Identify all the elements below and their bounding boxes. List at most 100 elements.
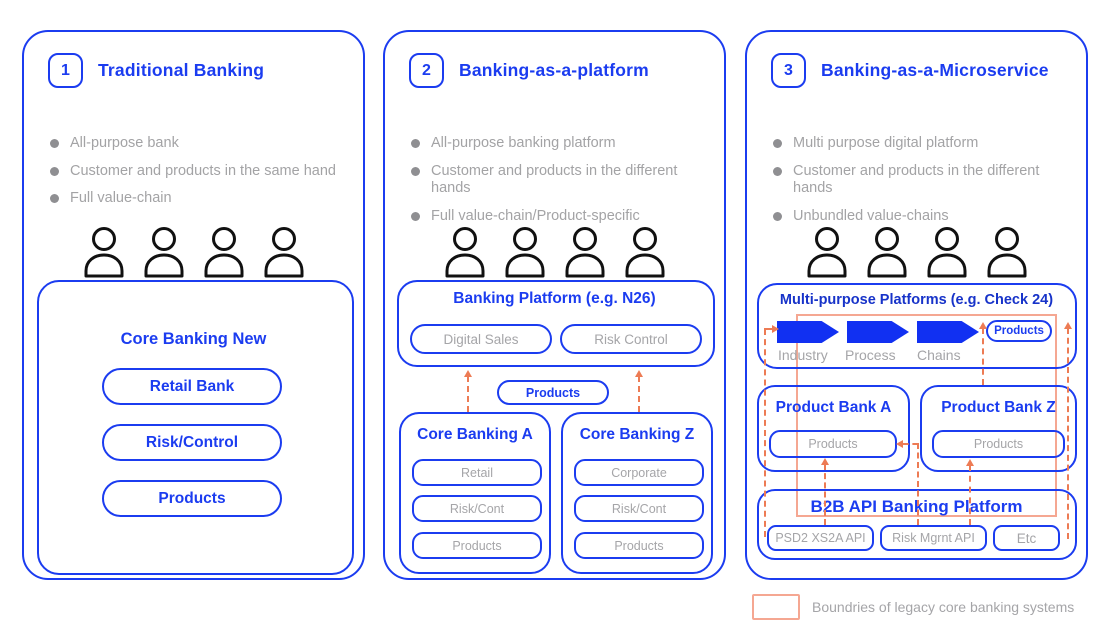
panel2-title: Banking-as-a-platform (459, 60, 649, 80)
pill-label: Products (994, 325, 1044, 337)
bullet-dot (773, 139, 782, 148)
product-bank-a-title: Product Bank A (775, 399, 892, 416)
pill-products: Products (932, 430, 1065, 458)
bullet-text: Customer and products in the same hand (70, 162, 336, 179)
multi-purpose-platforms-box (757, 283, 1077, 369)
pill-digital-sales: Digital Sales (410, 324, 552, 354)
dashed-arrow (824, 464, 826, 525)
pill-label: Products (525, 385, 581, 400)
bullet-dot (411, 212, 420, 222)
product-bank-z-box (920, 385, 1077, 472)
panel-banking-as-a-platform: 2 Banking-as-a-platform All-purpose bank… (383, 30, 726, 580)
bullet-text: Customer and products in the different h… (793, 162, 1040, 197)
bullet-text: Multi purpose digital platform (793, 135, 979, 151)
panel-traditional-banking: 1 Traditional Banking All-purpose bank C… (22, 30, 365, 580)
person-icon (987, 227, 1026, 278)
core-banking-a-title: Core Banking A (417, 426, 533, 443)
pill-retail-bank: Retail Bank (102, 368, 282, 405)
pill-products: Products (102, 480, 282, 517)
banking-platform-box (397, 280, 715, 367)
person-icon (84, 227, 123, 278)
bullet-item: Customer and products in the different h… (411, 163, 706, 198)
pill-label: Retail (461, 465, 493, 480)
arrowhead-up (463, 370, 472, 377)
banking-platform-title: Banking Platform (e.g. N26) (453, 290, 656, 307)
product-bank-z-title: Product Bank Z (941, 399, 1056, 416)
panel3-bullets: Multi purpose digital platform Customer … (773, 135, 1068, 236)
chevron-label-process: Process (845, 347, 896, 363)
pill-etc: Etc (993, 525, 1060, 551)
bullet-item: All-purpose banking platform (411, 135, 706, 153)
pill-label: Products (158, 489, 226, 507)
panel1-header: 1 Traditional Banking (48, 53, 264, 88)
pill-label: Risk/Cont (449, 501, 505, 516)
pill-risk-mgrnt-api: Risk Mgrnt API (880, 525, 987, 551)
arrowhead-right (772, 324, 779, 333)
pill-retail: Retail (412, 459, 542, 486)
product-bank-a-box (757, 385, 910, 472)
chevron-label-chains: Chains (917, 347, 961, 363)
arrowhead-up (820, 458, 829, 465)
process-chevron (777, 321, 839, 343)
legacy-boundary-rect (796, 314, 1057, 517)
core-banking-z-title: Core Banking Z (579, 426, 695, 443)
pill-corporate: Corporate (574, 459, 704, 486)
person-icon (445, 227, 484, 278)
arrowhead-up (978, 322, 987, 329)
bullet-dot (773, 212, 782, 222)
person-icon (867, 227, 906, 278)
dashed-arrow (969, 465, 971, 525)
pill-products-platform: Products (986, 320, 1052, 342)
panel3-customers-row (747, 226, 1086, 278)
panel1-number-badge: 1 (48, 53, 83, 88)
person-icon (204, 227, 243, 278)
core-banking-new-box (37, 280, 354, 575)
arrowhead-up (965, 459, 974, 466)
pill-label: Risk/Control (145, 433, 239, 451)
process-chevron (847, 321, 909, 343)
core-banking-a-box (399, 412, 551, 574)
panel3-title: Banking-as-a-Microservice (821, 60, 1049, 80)
pill-products: Products (769, 430, 897, 458)
bullet-item: Unbundled value-chains (773, 208, 1068, 226)
process-chevron (917, 321, 979, 343)
pill-label: Risk/Cont (611, 501, 667, 516)
bullet-text: All-purpose bank (70, 135, 179, 151)
pill-label: Products (973, 437, 1024, 451)
panel1-title: Traditional Banking (98, 60, 265, 80)
bullet-dot (411, 139, 420, 148)
bullet-dot (50, 166, 59, 176)
pill-label: Retail Bank (149, 377, 235, 395)
pill-label: Digital Sales (443, 331, 519, 347)
person-icon (565, 227, 604, 278)
panel2-header: 2 Banking-as-a-platform (409, 53, 649, 88)
bullet-item: Customer and products in the same hand (50, 163, 345, 181)
pill-label: Risk Control (594, 331, 668, 347)
pill-label: Etc (1016, 530, 1037, 546)
chevron-label-industry: Industry (778, 347, 828, 363)
panel3-header: 3 Banking-as-a-Microservice (771, 53, 1049, 88)
pill-label: Risk Mgrnt API (892, 531, 975, 545)
pill-risk-control: Risk/Control (102, 424, 282, 461)
arrowhead-up (634, 370, 643, 377)
dashed-arrow (764, 328, 773, 330)
pill-products: Products (412, 532, 542, 559)
panel2-bullets: All-purpose banking platform Customer an… (411, 135, 706, 236)
person-icon (264, 227, 303, 278)
legend: Boundries of legacy core banking systems (752, 594, 1074, 620)
pill-risk-cont: Risk/Cont (412, 495, 542, 522)
panel2-number-badge: 2 (409, 53, 444, 88)
panel3-number-badge: 3 (771, 53, 806, 88)
panel-banking-as-a-microservice: 3 Banking-as-a-Microservice Multi purpos… (745, 30, 1088, 580)
bullet-text: Full value-chain/Product-specific (431, 208, 640, 225)
dashed-arrow (982, 328, 984, 385)
bullet-dot (50, 139, 59, 148)
panel1-customers-row (24, 226, 363, 278)
pill-label: Products (452, 538, 502, 553)
pill-label: Products (614, 538, 664, 553)
dashed-arrow (1067, 328, 1069, 539)
dashed-arrow (903, 443, 918, 445)
person-icon (927, 227, 966, 278)
pill-products: Products (574, 532, 704, 559)
bullet-item: All-purpose bank (50, 135, 345, 153)
